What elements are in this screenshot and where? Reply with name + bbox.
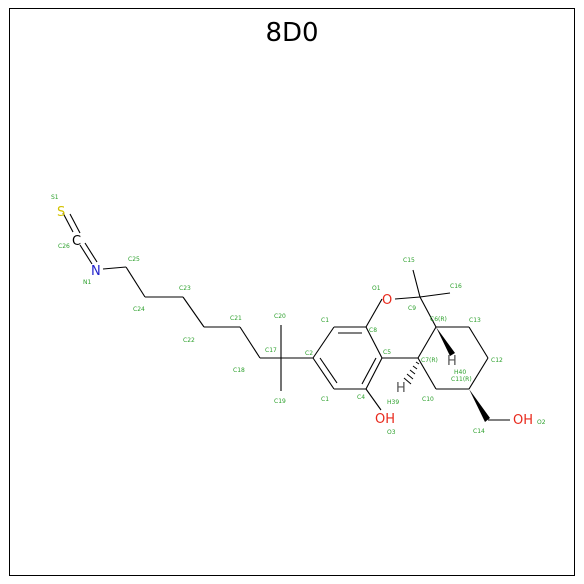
- atom-label: C19: [274, 398, 286, 405]
- atom-label: C5: [383, 349, 391, 356]
- phenol-oh: OH: [375, 412, 395, 427]
- bond-lines: [62, 212, 510, 421]
- atom-label: C14: [473, 428, 485, 435]
- atom-label: C17: [265, 347, 277, 354]
- atom-label: S1: [51, 194, 59, 201]
- atom-label: C8: [369, 327, 377, 334]
- atom-label: C18: [233, 367, 245, 374]
- atom-label: C2: [305, 350, 313, 357]
- hydrogen-atom-b: H: [396, 381, 406, 396]
- atom-label: C7(R): [421, 357, 438, 364]
- atom-label: C1: [321, 317, 329, 324]
- atom-label: C21: [230, 315, 242, 322]
- atom-label: C16: [450, 283, 462, 290]
- atom-label: C1: [321, 396, 329, 403]
- carbon-atom: C: [72, 234, 81, 249]
- atom-label: C24: [133, 306, 145, 313]
- atom-label: C22: [183, 337, 195, 344]
- atom-label: C12: [491, 357, 503, 364]
- atom-label: C4: [357, 394, 365, 401]
- molecule-title: 8D0: [265, 18, 319, 48]
- wedge-bond-c11: [469, 389, 490, 422]
- wedge-bond-c6: [436, 327, 455, 356]
- atom-label: C11(R): [451, 376, 472, 383]
- alcohol-oh: OH: [513, 413, 533, 428]
- atom-label: C9: [408, 305, 416, 312]
- atom-label: H40: [454, 369, 466, 376]
- atom-label: O1: [372, 285, 381, 292]
- nitrogen-atom: N: [91, 264, 101, 279]
- figure-frame: [9, 8, 575, 576]
- atom-label: C6(R): [430, 316, 447, 323]
- atom-label: O2: [537, 419, 546, 426]
- atom-label: C20: [274, 313, 286, 320]
- hash-bond-c7: [403, 361, 420, 385]
- atom-label: C25: [128, 256, 140, 263]
- atom-label: C26: [58, 243, 70, 250]
- atom-label: C13: [469, 317, 481, 324]
- atom-label: C15: [403, 257, 415, 264]
- atom-label: C23: [179, 285, 191, 292]
- hydrogen-atom-a: H: [447, 354, 457, 369]
- atom-label: N1: [83, 279, 91, 286]
- ring-oxygen-atom: O: [382, 293, 392, 308]
- atom-label: C10: [422, 396, 434, 403]
- atom-label: H39: [387, 399, 399, 406]
- sulfur-atom: S: [57, 205, 65, 220]
- atom-label: O3: [387, 429, 396, 436]
